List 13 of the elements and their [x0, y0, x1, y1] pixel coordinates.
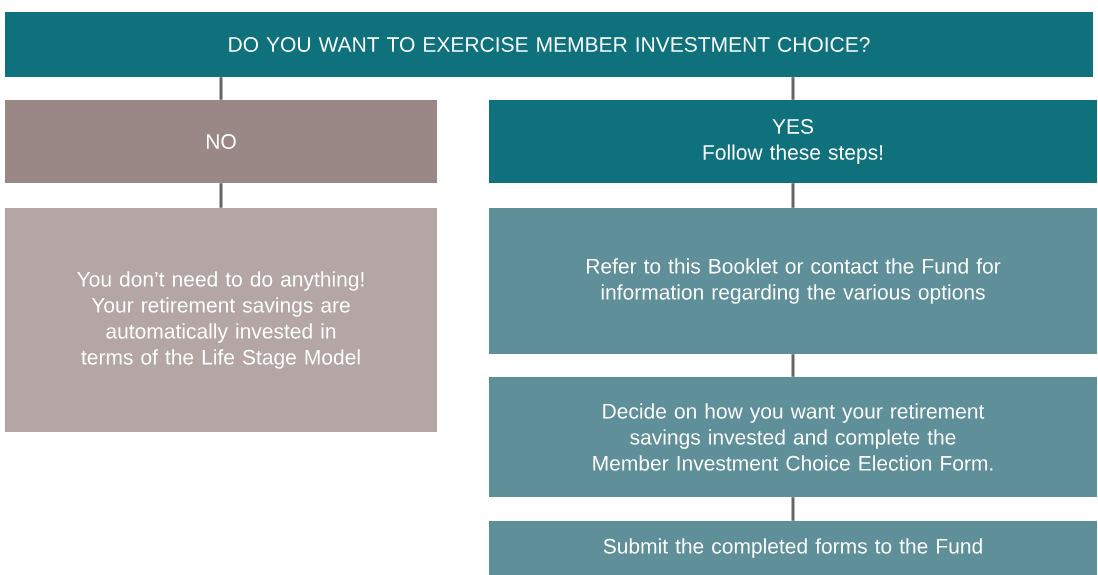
step-box: Decide on how you want your retirement savings invested and complete the Member Investment Choice Election Form.: [489, 377, 1097, 497]
step-box: Refer to this Booklet or contact the Fund for information regarding the various options: [489, 208, 1097, 354]
connector-line: [791, 77, 795, 100]
step-box: Submit the completed forms to the Fund: [489, 521, 1097, 575]
answer-box: YES Follow these steps!: [489, 100, 1097, 183]
answer-box: NO: [5, 100, 437, 183]
connector-line: [791, 354, 795, 377]
connector-line: [791, 497, 795, 521]
info-box: You don’t need to do anything! Your retirement savings are automatically invested in terms of the Life Stage Model: [5, 208, 437, 432]
connector-line: [791, 183, 795, 208]
connector-line: [219, 183, 223, 208]
connector-line: [219, 77, 223, 100]
title-banner: DO YOU WANT TO EXERCISE MEMBER INVESTMENT CHOICE?: [5, 12, 1093, 77]
